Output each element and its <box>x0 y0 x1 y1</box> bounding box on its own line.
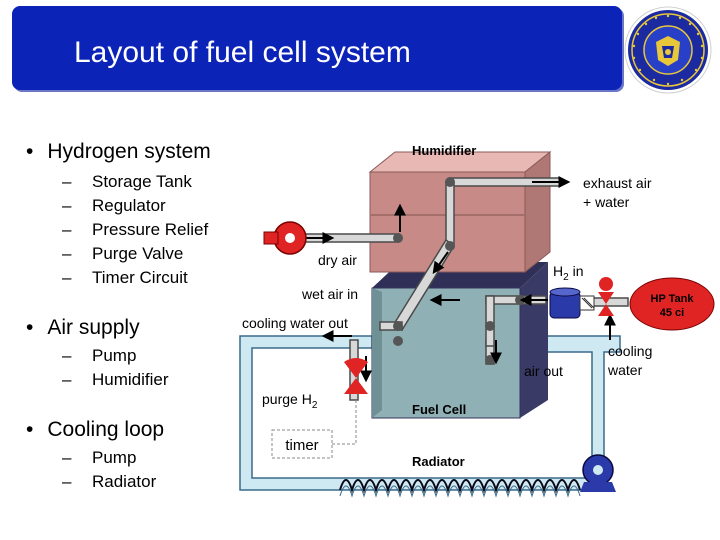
wet-air-in-label: wet air in <box>301 286 358 302</box>
hp-tank-label-1: HP Tank <box>651 293 695 305</box>
title-bar: Layout of fuel cell system <box>12 6 622 90</box>
dash-icon: – <box>62 244 72 263</box>
dash-icon: – <box>62 172 72 191</box>
dash-icon: – <box>62 220 72 239</box>
purge-h2-label: purge H2 <box>262 391 318 411</box>
timer-box: timer <box>271 400 357 459</box>
regulator-icon <box>549 287 581 319</box>
cooling-water-label-2: water <box>607 362 643 378</box>
section-heading: Hydrogen system <box>47 140 211 163</box>
pipe-joints <box>393 177 525 365</box>
h2-valve-icon <box>598 277 614 316</box>
dash-icon: – <box>62 370 72 389</box>
list-item: Timer Circuit <box>92 268 188 287</box>
dash-icon: – <box>62 472 72 491</box>
flow-arrows <box>306 176 616 383</box>
outline: • Hydrogen system – Storage Tank – Regulato… <box>26 140 256 494</box>
humidifier-block <box>368 150 552 274</box>
list-item: Purge Valve <box>92 244 184 263</box>
dash-icon: – <box>62 268 72 287</box>
section-cooling-loop: • Cooling loop – Pump – Radiator <box>26 418 256 494</box>
bullet-icon: • <box>26 316 34 339</box>
section-air-supply: • Air supply – Pump – Humidifier <box>26 316 256 392</box>
cooling-water-label-1: cooling <box>608 343 652 359</box>
coolant-pump-icon <box>580 454 616 492</box>
humidifier-label: Humidifier <box>412 143 476 158</box>
hp-tank-icon: HP Tank 45 ci <box>629 277 715 331</box>
cooling-loop-pipe <box>239 335 621 498</box>
timer-label: timer <box>285 437 318 454</box>
bullet-icon: • <box>26 418 34 441</box>
air-out-label: air out <box>524 363 563 379</box>
naval-research-laboratory-seal <box>624 6 712 94</box>
air-piping <box>297 177 629 401</box>
list-item: Pump <box>92 346 137 365</box>
bullet-icon: • <box>26 140 34 163</box>
pressure-relief-icon <box>579 295 595 311</box>
fuel-cell-stack <box>371 262 548 419</box>
exhaust-air-label: exhaust air <box>583 175 652 191</box>
hp-tank-label-2: 45 ci <box>660 307 684 319</box>
list-item: Storage Tank <box>92 172 192 191</box>
slide-title: Layout of fuel cell system <box>74 36 411 69</box>
dry-air-label: dry air <box>318 252 357 268</box>
dash-icon: – <box>62 448 72 467</box>
list-item: Regulator <box>92 196 166 215</box>
section-heading: Cooling loop <box>47 418 165 441</box>
dash-icon: – <box>62 196 72 215</box>
h2-in-label: H2 in <box>553 263 583 283</box>
cooling-water-out-label: cooling water out <box>242 315 348 331</box>
dash-icon: – <box>62 346 72 365</box>
exhaust-water-label: + water <box>583 194 630 210</box>
purge-valve-icon <box>344 358 368 394</box>
list-item: Pump <box>92 448 137 467</box>
list-item: Radiator <box>92 472 157 491</box>
radiator-label: Radiator <box>412 454 465 469</box>
section-heading: Air supply <box>47 316 140 339</box>
section-hydrogen-system: • Hydrogen system – Storage Tank – Regulato… <box>26 140 256 290</box>
fuel-cell-label: Fuel Cell <box>412 402 466 417</box>
list-item: Pressure Relief <box>92 220 209 239</box>
list-item: Humidifier <box>92 370 169 389</box>
air-pump-icon <box>263 221 307 255</box>
